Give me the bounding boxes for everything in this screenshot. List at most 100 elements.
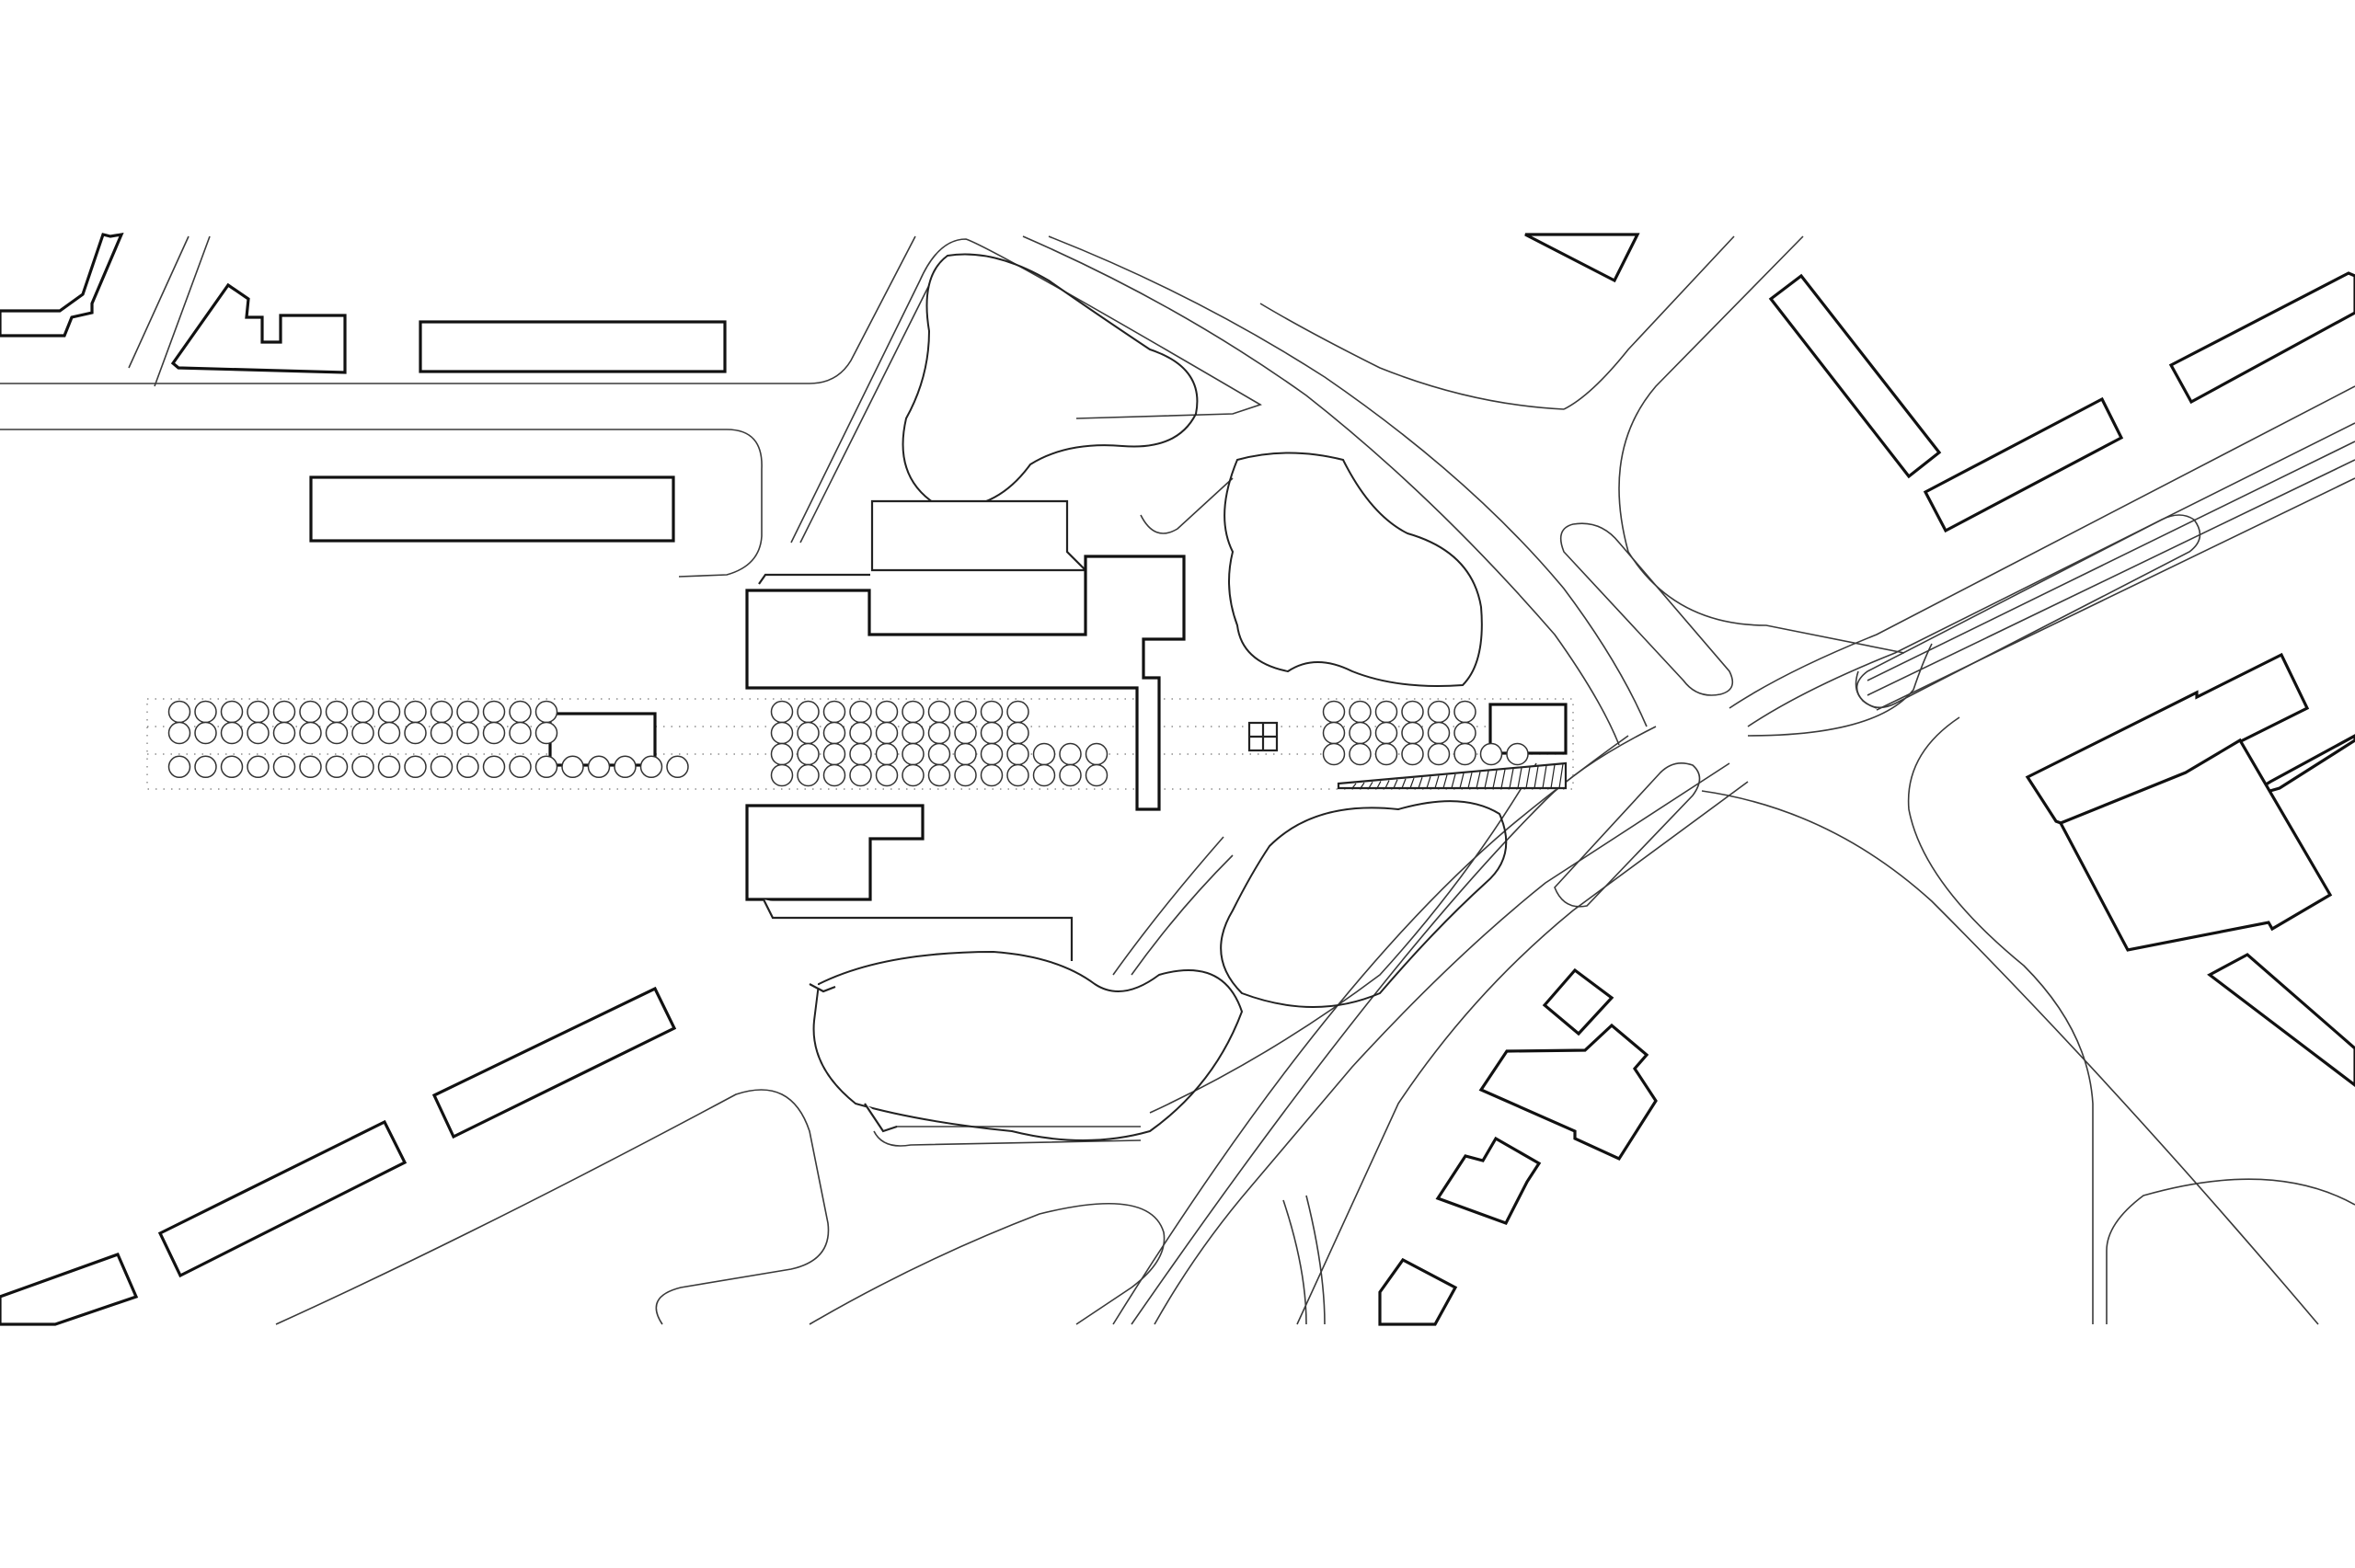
road-network	[0, 235, 2355, 1325]
tree	[456, 721, 479, 745]
tree	[194, 721, 217, 745]
tree	[875, 763, 899, 787]
ramp-hatch-line	[1525, 767, 1531, 789]
ramp-hatch-line	[1459, 773, 1465, 789]
tree	[482, 700, 506, 724]
ramp-hatch-line	[1534, 766, 1539, 789]
tree	[404, 700, 427, 724]
tree	[954, 700, 977, 724]
tree	[902, 721, 925, 745]
tree	[849, 721, 872, 745]
house-se-1	[1542, 967, 1614, 1036]
tree	[167, 755, 191, 779]
buildings	[0, 232, 2355, 1326]
tree	[325, 721, 349, 745]
tree	[770, 700, 794, 724]
tree	[770, 721, 794, 745]
tree	[377, 755, 401, 779]
building-nw-slab	[419, 320, 727, 373]
tree	[1479, 742, 1503, 766]
tree	[299, 721, 322, 745]
building-west-slab	[309, 475, 675, 543]
tree	[980, 742, 1004, 766]
ramp-hatch-line	[1492, 770, 1498, 789]
tree	[797, 763, 820, 787]
tree	[822, 700, 846, 724]
tree	[220, 721, 244, 745]
central-building-south	[745, 804, 925, 901]
tree	[797, 700, 820, 724]
ramp-hatch-line	[1550, 764, 1556, 789]
building-south-wedge	[864, 1103, 898, 1133]
tree	[614, 755, 637, 779]
building-nw-corner	[0, 232, 124, 338]
ramp-hatch-line	[1401, 778, 1407, 789]
tree	[377, 721, 401, 745]
tree	[482, 755, 506, 779]
tree	[902, 742, 925, 766]
tree	[980, 721, 1004, 745]
ramp-hatch-line	[1467, 772, 1473, 789]
house-se-3	[1435, 1136, 1542, 1225]
tree	[1453, 721, 1476, 745]
tree	[534, 700, 558, 724]
tree	[247, 755, 270, 779]
tree	[1006, 721, 1029, 745]
tree	[220, 700, 244, 724]
tree	[430, 721, 454, 745]
building-sw-slab-1	[431, 986, 677, 1139]
ramp-hatch-line	[1351, 783, 1357, 789]
plaza-paving	[146, 698, 1574, 790]
tree	[1006, 700, 1029, 724]
tree	[1374, 742, 1398, 766]
central-building-main	[745, 555, 1186, 811]
ramp-hatch-line	[1384, 780, 1390, 789]
tree	[509, 700, 532, 724]
tree	[220, 755, 244, 779]
tree	[1322, 721, 1346, 745]
tree	[954, 742, 977, 766]
ramp-hatch-line	[1542, 765, 1547, 789]
ramp-hatch-line	[1484, 771, 1489, 789]
tree	[1401, 721, 1424, 745]
tree	[247, 700, 270, 724]
central-annex-walkway	[758, 573, 870, 585]
building-ne-slab-1	[1923, 396, 2124, 533]
tree	[980, 700, 1004, 724]
tree	[902, 763, 925, 787]
tree	[430, 700, 454, 724]
tree	[1349, 721, 1372, 745]
tree	[822, 742, 846, 766]
park-lawn-south	[812, 950, 1244, 1141]
tree	[927, 700, 951, 724]
tree	[194, 700, 217, 724]
tree	[534, 721, 558, 745]
tree	[1059, 763, 1082, 787]
plaza-pavilion-east	[1488, 703, 1568, 755]
tree	[509, 755, 532, 779]
tree	[666, 755, 689, 779]
tree	[954, 763, 977, 787]
tree	[1427, 721, 1451, 745]
building-east-slab	[2207, 953, 2355, 1088]
tree	[875, 742, 899, 766]
tree	[1506, 742, 1529, 766]
building-sw-slab-2	[157, 1119, 408, 1278]
ramp-hatch-line	[1500, 769, 1506, 789]
tree	[927, 721, 951, 745]
tree	[1349, 742, 1372, 766]
tree	[1401, 700, 1424, 724]
tree	[639, 755, 663, 779]
ramp-hatch-line	[1368, 781, 1373, 789]
tree	[194, 755, 217, 779]
tree	[822, 763, 846, 787]
tree	[404, 755, 427, 779]
tree	[797, 742, 820, 766]
tree	[927, 742, 951, 766]
tree	[770, 763, 794, 787]
building-ne-slab-2	[2168, 271, 2355, 405]
tree	[299, 700, 322, 724]
tree	[1322, 742, 1346, 766]
tree	[902, 700, 925, 724]
